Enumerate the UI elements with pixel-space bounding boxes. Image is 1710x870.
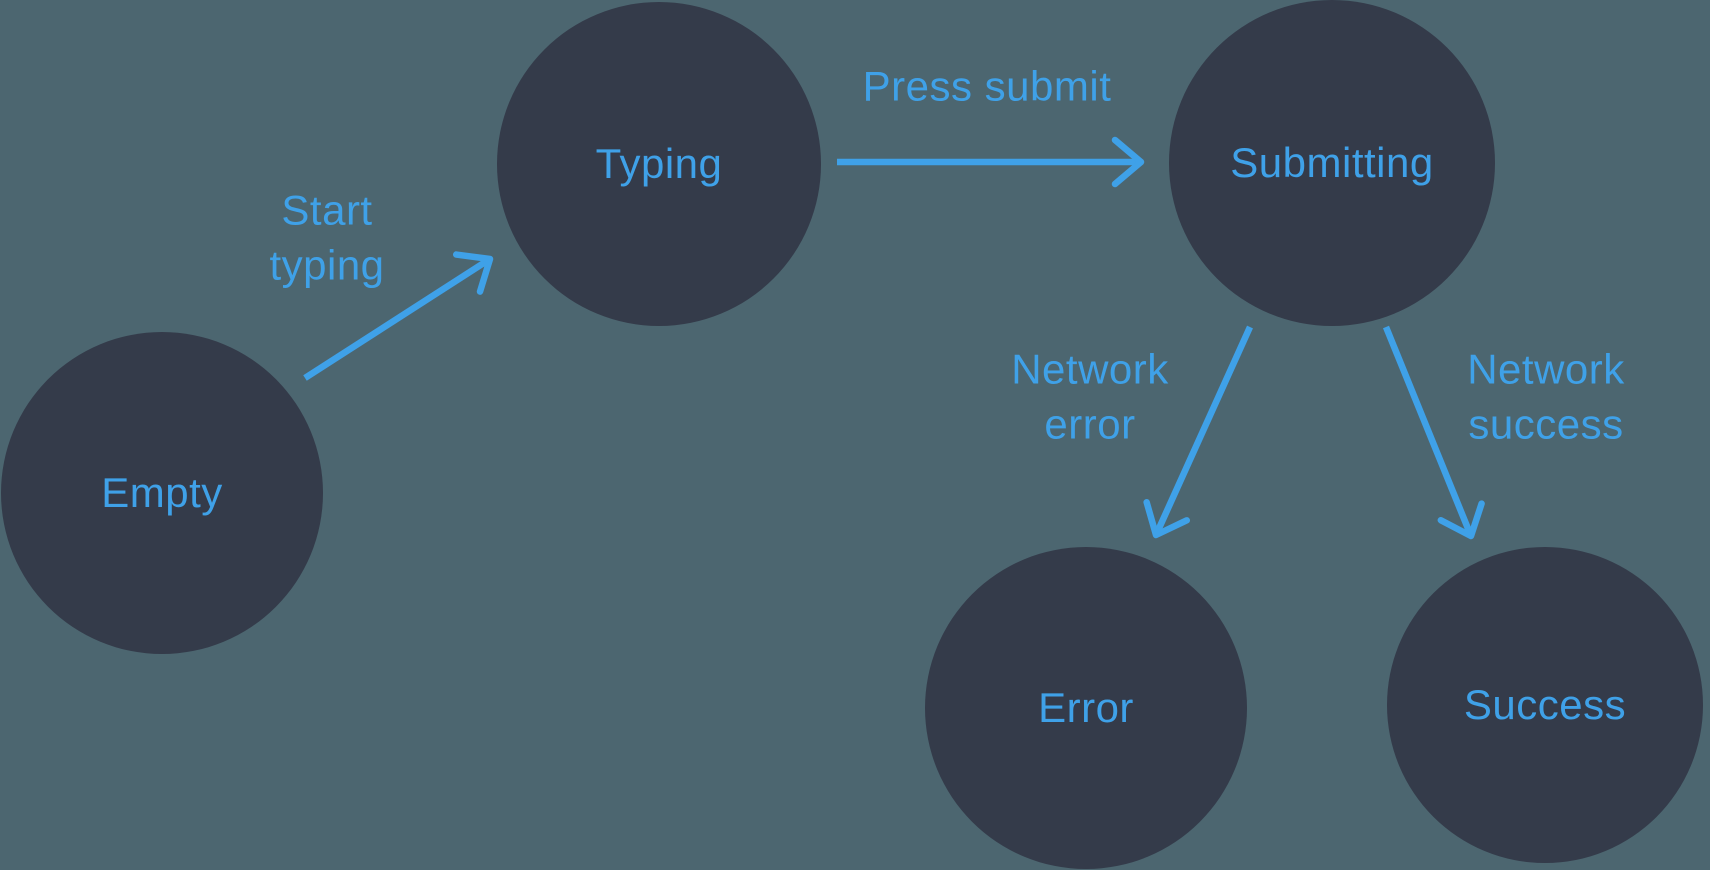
arrow-network-error xyxy=(1143,325,1253,539)
transition-label-start-typing: Start typing xyxy=(269,186,385,289)
state-node-empty: Empty xyxy=(1,332,323,654)
state-node-label: Typing xyxy=(595,140,723,187)
state-node-typing: Typing xyxy=(497,2,821,326)
transition-label-network-success: Network success xyxy=(1467,345,1625,448)
arrow-start-typing xyxy=(303,251,494,381)
transition-label-network-error: Network error xyxy=(1011,345,1169,448)
state-node-label: Success xyxy=(1463,681,1627,728)
state-node-label: Error xyxy=(1038,684,1134,731)
state-node-error: Error xyxy=(925,547,1247,869)
state-node-label: Empty xyxy=(101,469,223,516)
transition-label-press-submit: Press submit xyxy=(862,62,1112,110)
arrow-network-success xyxy=(1382,325,1485,540)
state-node-submitting: Submitting xyxy=(1169,0,1495,326)
state-node-label: Submitting xyxy=(1230,139,1434,186)
state-node-success: Success xyxy=(1387,547,1703,863)
